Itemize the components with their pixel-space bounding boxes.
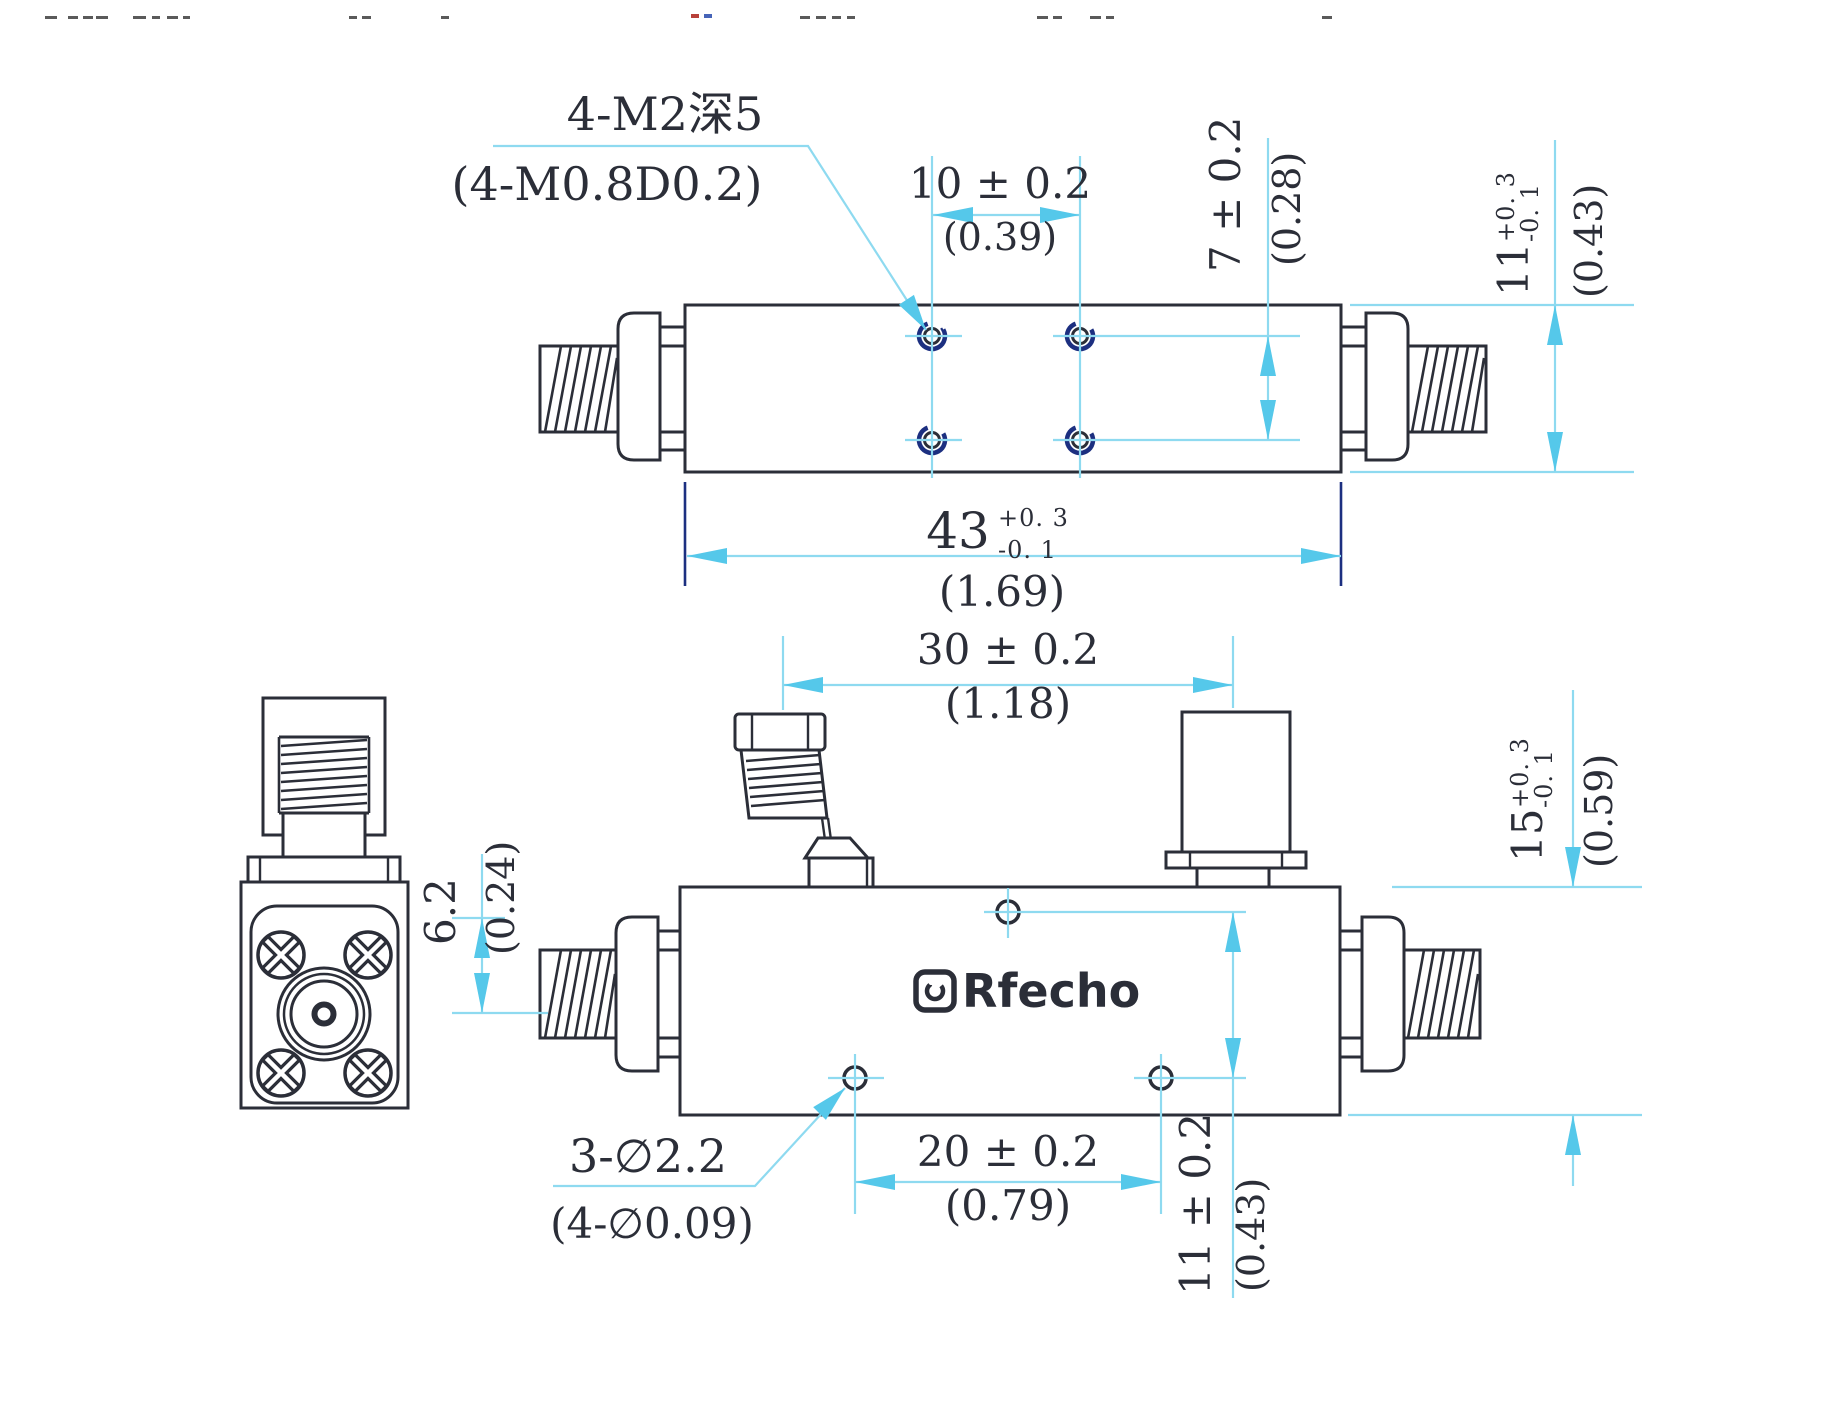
connector-collar — [1364, 311, 1410, 462]
thread-label-line1: 4-M2深5 — [567, 87, 763, 141]
logo-at-icon — [913, 969, 957, 1013]
arrowhead — [1547, 432, 1563, 472]
thread-hatch — [280, 738, 368, 811]
dim-11-side-inch: (0.43) — [1229, 1178, 1273, 1292]
thread-label-line2: (4-M0.8D0.2) — [452, 157, 763, 211]
dim-7-inch: (0.28) — [1265, 152, 1309, 266]
side-view: Rfecho — [416, 625, 1642, 1298]
arrowhead — [1260, 400, 1276, 440]
end-view — [239, 696, 410, 1110]
dim-11-tol-minus: -0. 1 — [1516, 183, 1544, 242]
dim-30-value: 30 ± 0.2 — [917, 625, 1099, 674]
dim-62-inch: (0.24) — [479, 841, 523, 955]
dim-15-tol-minus: -0. 1 — [1530, 749, 1558, 808]
connector-nut — [733, 712, 827, 752]
thread-section — [277, 735, 371, 815]
side-port-left — [538, 915, 682, 1073]
arrowhead — [1547, 305, 1563, 345]
dim-20-value: 20 ± 0.2 — [917, 1127, 1099, 1176]
hole-label-line2: (4-∅0.09) — [550, 1199, 754, 1248]
arrowhead — [855, 1174, 895, 1190]
thread-hatch — [1410, 345, 1486, 433]
screw — [343, 930, 393, 980]
connector-base-chamfer — [802, 836, 872, 860]
dim-62-value: 6.2 — [416, 878, 465, 945]
dim-11-side-value: 11 ± 0.2 — [1171, 1113, 1220, 1295]
arrowhead — [1301, 548, 1341, 564]
sma-connector-left — [538, 311, 687, 462]
arrowhead — [1260, 336, 1276, 376]
connector-base — [807, 856, 875, 889]
connector-collar — [246, 855, 402, 884]
coax-interface — [276, 966, 372, 1062]
thread-hatch — [1406, 949, 1480, 1039]
arrowhead — [1565, 1115, 1581, 1155]
leader-arrowhead — [898, 294, 926, 330]
leader-arrowhead — [813, 1088, 845, 1120]
arrowhead — [687, 548, 727, 564]
top-view: 4-M2深5 (4-M0.8D0.2) 10 ± 0.2 (0.39) 7 ± … — [452, 87, 1634, 616]
thread-hatch — [543, 345, 619, 433]
dim-11-group: 11 +0. 3 -0. 1 — [1489, 171, 1544, 296]
thread-hatch — [745, 753, 826, 808]
arrowhead — [1225, 912, 1241, 952]
screw — [256, 930, 306, 980]
arrowhead — [474, 973, 490, 1013]
body-outline-top — [683, 303, 1343, 474]
flange-inner-outline — [249, 904, 400, 1105]
dim-43-value: 43 — [926, 502, 990, 560]
connector-pedestal — [1195, 866, 1271, 889]
dim-7-value: 7 ± 0.2 — [1201, 117, 1250, 272]
connector-neck — [281, 811, 367, 859]
dim-10-value: 10 ± 0.2 — [909, 159, 1091, 208]
flange-face — [239, 880, 410, 1110]
dim-11-inch: (0.43) — [1567, 184, 1611, 298]
center-pin — [311, 1001, 337, 1027]
dim-43-tol-minus: -0. 1 — [998, 536, 1057, 564]
dim-15-inch: (0.59) — [1577, 754, 1621, 868]
arrowhead — [474, 918, 490, 958]
screw — [343, 1048, 393, 1098]
thread-hatch — [543, 949, 617, 1039]
dim-43-tol-plus: +0. 3 — [998, 504, 1069, 532]
connector-block — [1180, 710, 1292, 854]
leader-line-thread-label — [493, 144, 927, 331]
connector-flange — [1164, 850, 1308, 870]
top-port-right — [1164, 710, 1308, 889]
sma-connector-right — [1339, 311, 1488, 462]
arrowhead — [1565, 847, 1581, 887]
screw — [256, 1048, 306, 1098]
connector-collar — [616, 311, 662, 462]
hole-label-line1: 3-∅2.2 — [569, 1129, 727, 1183]
top-port-left — [733, 712, 875, 889]
dim-11-tol-plus: +0. 3 — [1492, 171, 1520, 242]
cropped-text-artifacts — [45, 14, 1332, 19]
dim-43-inch: (1.69) — [939, 567, 1065, 616]
dim-15-tol-plus: +0. 3 — [1506, 737, 1534, 808]
arrowhead — [1040, 207, 1080, 223]
arrowhead — [1225, 1038, 1241, 1078]
dimension-lines-side — [452, 636, 1642, 1298]
connector-collar — [1360, 915, 1406, 1073]
brand-logo: Rfecho — [913, 964, 1140, 1018]
dimension-lines-top — [493, 138, 1634, 586]
arrowhead — [1193, 677, 1233, 693]
logo-text: Rfecho — [962, 964, 1140, 1018]
dim-30-inch: (1.18) — [945, 679, 1071, 728]
dim-20-inch: (0.79) — [945, 1181, 1071, 1230]
side-port-right — [1338, 915, 1482, 1073]
arrowhead — [783, 677, 823, 693]
dim-15-group: 15 +0. 3 -0. 1 — [1503, 737, 1558, 862]
connector-collar — [614, 915, 660, 1073]
flange-screws — [256, 930, 393, 1098]
dim-11-value: 11 — [1489, 243, 1538, 296]
arrowhead — [933, 207, 973, 223]
leader-line-hole-label — [553, 1087, 846, 1188]
dim-10-inch: (0.39) — [943, 215, 1057, 259]
arrowhead — [1121, 1174, 1161, 1190]
dim-15-value: 15 — [1503, 809, 1552, 862]
